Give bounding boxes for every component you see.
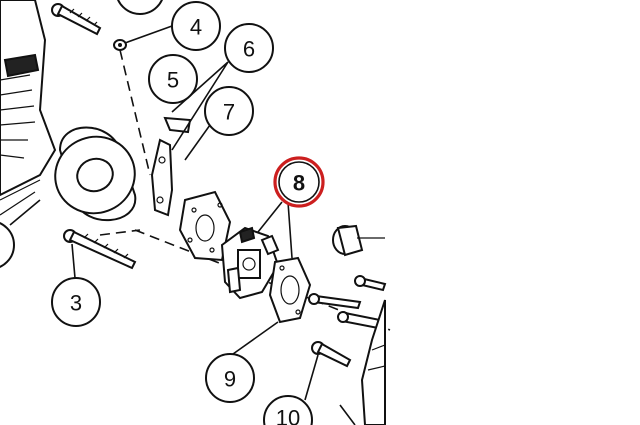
top-bolt bbox=[51, 3, 102, 36]
partial-callout-left bbox=[0, 222, 15, 268]
callout-9: 9 bbox=[205, 353, 255, 403]
callout-6: 6 bbox=[224, 23, 274, 73]
svg-text:10: 10 bbox=[276, 406, 300, 425]
svg-text:9: 9 bbox=[224, 367, 236, 392]
right-housing bbox=[360, 299, 386, 425]
callout-7: 7 bbox=[204, 86, 254, 136]
svg-text:6: 6 bbox=[243, 37, 255, 62]
svg-text:5: 5 bbox=[167, 68, 179, 93]
primer-bulb bbox=[332, 224, 385, 257]
partial-callout-top bbox=[117, 0, 163, 15]
insulator-plate-7 bbox=[178, 190, 232, 262]
svg-text:7: 7 bbox=[223, 100, 235, 125]
callout-4: 4 bbox=[171, 1, 221, 51]
callout-5: 5 bbox=[148, 54, 198, 104]
bolt-3 bbox=[63, 229, 137, 270]
svg-text:8: 8 bbox=[293, 171, 305, 196]
gasket-8 bbox=[268, 256, 312, 324]
callout-3: 3 bbox=[51, 277, 101, 327]
svg-text:4: 4 bbox=[190, 15, 202, 40]
svg-text:3: 3 bbox=[70, 291, 82, 316]
bolt-10 bbox=[311, 341, 352, 368]
engine-block bbox=[0, 0, 57, 216]
callout-10: 10 bbox=[263, 395, 313, 425]
filter-drum bbox=[54, 126, 137, 222]
carburetor bbox=[220, 226, 280, 300]
right-bolts bbox=[308, 275, 387, 330]
bracket-5 bbox=[150, 116, 192, 217]
callout-8-highlighted: 8 bbox=[273, 156, 325, 208]
washer-4 bbox=[113, 39, 127, 51]
